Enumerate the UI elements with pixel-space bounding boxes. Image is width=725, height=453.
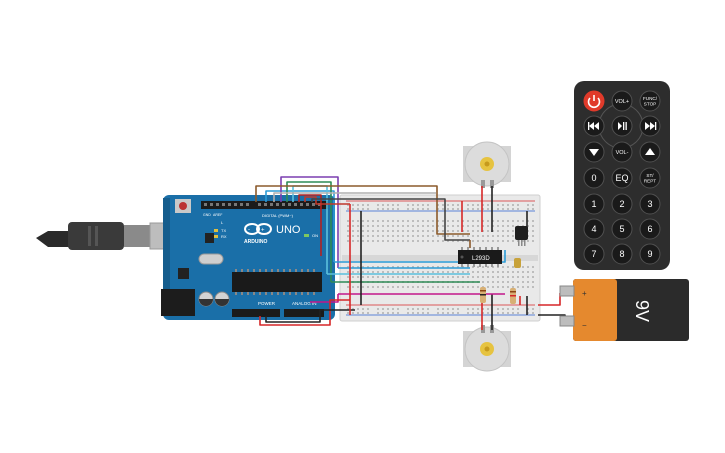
chip-label: L293D xyxy=(472,256,490,262)
remote-button-label: ST/ xyxy=(646,173,654,178)
remote-button-label: STOP xyxy=(644,102,656,107)
remote-button-vol-down[interactable]: VOL- xyxy=(611,141,633,163)
analog-header xyxy=(284,309,324,317)
remote-button-seven[interactable]: 7 xyxy=(583,243,605,265)
remote-button-label: VOL- xyxy=(616,150,629,156)
label-on: ON xyxy=(312,233,318,238)
battery-label: 9V xyxy=(632,300,652,322)
svg-text:+: + xyxy=(582,289,587,298)
battery-9v[interactable]: + − 9V xyxy=(559,279,689,341)
remote-button-zero[interactable]: 0 xyxy=(583,167,605,189)
skip-forward-icon xyxy=(645,122,657,130)
board-brand: ARDUINO xyxy=(244,239,267,245)
remote-button-next[interactable] xyxy=(639,115,661,137)
remote-button-label: EQ xyxy=(615,173,628,183)
remote-button-prev[interactable] xyxy=(583,115,605,137)
label-l: L xyxy=(221,220,224,225)
label-gnd: GND xyxy=(203,213,211,217)
ir-remote[interactable]: VOL+ FUNC/STOP VOL- 0 EQ ST/REPT 1 2 3 4 5 6 7 8 9 xyxy=(574,81,670,270)
capacitor[interactable] xyxy=(514,258,521,268)
remote-button-six[interactable]: 6 xyxy=(639,218,661,240)
triangle-up-icon xyxy=(645,148,655,155)
ir-receiver[interactable] xyxy=(515,226,528,246)
remote-button-label: REPT xyxy=(644,179,656,184)
remote-button-func-stop[interactable]: FUNC/STOP xyxy=(639,90,661,112)
label-tx: TX xyxy=(221,228,226,233)
remote-button-label: 1 xyxy=(591,199,596,209)
atmega-chip xyxy=(232,272,322,292)
remote-button-five[interactable]: 5 xyxy=(611,218,633,240)
remote-button-st-rept[interactable]: ST/REPT xyxy=(639,167,661,189)
power-header-label: POWER xyxy=(258,301,276,306)
label-aref: AREF xyxy=(213,213,222,217)
remote-button-down[interactable] xyxy=(583,141,605,163)
remote-button-label: 5 xyxy=(619,224,624,234)
remote-button-label: VOL+ xyxy=(615,99,629,105)
skip-back-icon xyxy=(588,122,599,130)
remote-button-up[interactable] xyxy=(639,141,661,163)
remote-button-eight[interactable]: 8 xyxy=(611,243,633,265)
remote-button-label: 6 xyxy=(647,224,652,234)
breadboard[interactable] xyxy=(339,194,541,322)
remote-button-one[interactable]: 1 xyxy=(583,193,605,215)
remote-button-eq[interactable]: EQ xyxy=(611,167,633,189)
remote-button-label: FUNC/ xyxy=(643,96,658,101)
remote-button-label: 8 xyxy=(619,249,624,259)
arduino-uno-board[interactable]: AREF GND DIGITAL (PWM~) L TX RX - + UNO … xyxy=(161,195,335,320)
resistors[interactable] xyxy=(480,287,516,304)
remote-button-label: 3 xyxy=(647,199,652,209)
remote-button-vol-up[interactable]: VOL+ xyxy=(611,90,633,112)
dc-motor-top[interactable] xyxy=(463,141,511,188)
remote-button-nine[interactable]: 9 xyxy=(639,243,661,265)
wires xyxy=(255,176,566,330)
remote-button-power[interactable] xyxy=(583,90,605,112)
analog-header-label: ANALOG IN xyxy=(292,301,317,306)
breadboard-holes xyxy=(347,204,534,314)
remote-button-label: 4 xyxy=(591,224,596,234)
remote-button-label: 9 xyxy=(647,249,652,259)
dc-power-jack xyxy=(161,289,195,316)
l293d-driver-chip[interactable]: L293D xyxy=(458,247,502,267)
svg-text:-: - xyxy=(248,227,250,233)
board-model: UNO xyxy=(276,224,301,236)
power-header xyxy=(232,309,280,317)
remote-button-four[interactable]: 4 xyxy=(583,218,605,240)
remote-button-label: 2 xyxy=(619,199,624,209)
power-icon xyxy=(587,95,601,109)
play-pause-icon xyxy=(618,122,627,130)
triangle-down-icon xyxy=(589,149,599,156)
remote-button-label: 7 xyxy=(591,249,596,259)
remote-button-two[interactable]: 2 xyxy=(611,193,633,215)
remote-button-three[interactable]: 3 xyxy=(639,193,661,215)
arduino-logo-icon: - + xyxy=(244,223,272,235)
svg-text:−: − xyxy=(582,321,587,330)
digital-header-label: DIGITAL (PWM~) xyxy=(262,213,294,218)
dc-motor-bottom[interactable] xyxy=(463,325,511,372)
remote-button-play-pause[interactable] xyxy=(611,115,633,137)
svg-text:+: + xyxy=(261,228,265,234)
label-rx: RX xyxy=(221,234,227,239)
remote-button-label: 0 xyxy=(591,173,596,183)
